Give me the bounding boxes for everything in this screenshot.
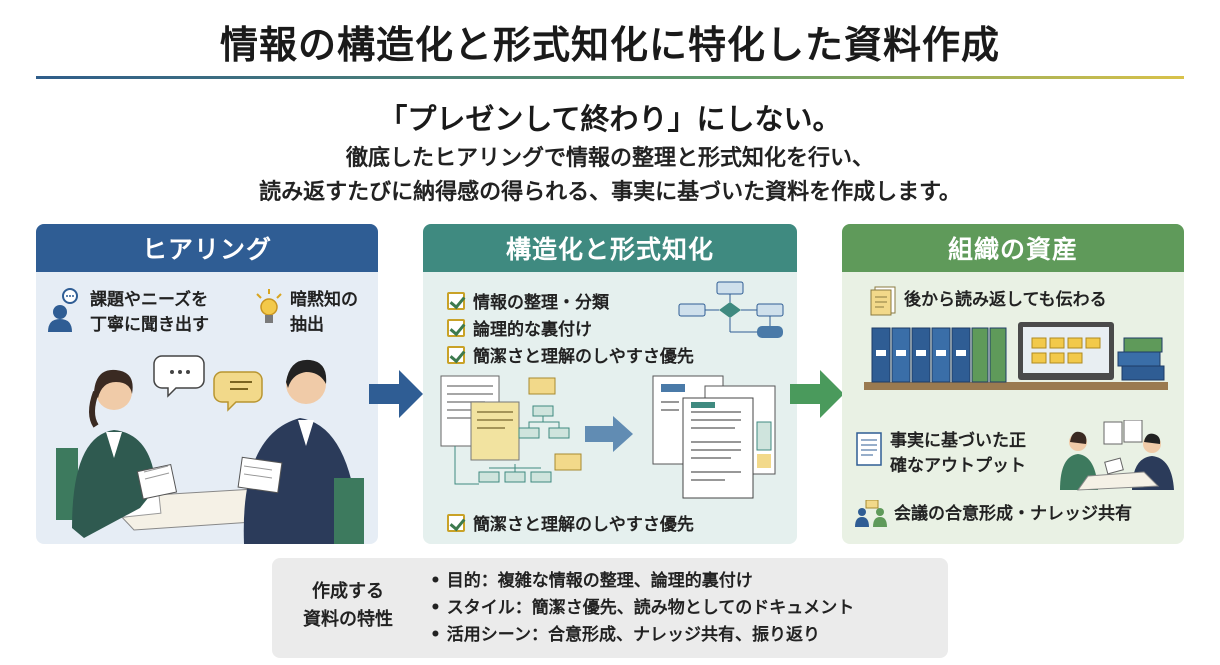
interview-illustration	[56, 355, 364, 544]
team-share-icon	[855, 500, 887, 527]
hearing-item-tacit-1: 暗黙知の	[290, 290, 358, 310]
panel-asset: 組織の資産 後から読み返しても伝わる	[842, 224, 1184, 544]
characteristics-label-line-2: 資料の特性	[303, 609, 393, 630]
lightbulb-icon	[256, 289, 282, 323]
check-label: 簡潔さと理解のしやすさ優先	[473, 347, 694, 367]
check-label: 論理的な裏付け	[473, 320, 592, 340]
panel-hearing-title: ヒアリング	[36, 224, 378, 272]
arrow-right-1	[369, 370, 423, 418]
document-transformation-illustration	[440, 375, 776, 499]
check-label: 簡潔さと理解のしやすさ優先	[473, 515, 694, 535]
hearing-item-needs-1: 課題やニーズを	[90, 290, 209, 310]
hearing-item-needs-2: 丁寧に聞き出す	[90, 315, 209, 335]
asset-item-consensus: 会議の合意形成・ナレッジ共有	[894, 504, 1132, 524]
arrow-right-2	[790, 370, 844, 418]
checkbox-icon	[447, 291, 465, 310]
document-icon	[870, 286, 896, 316]
panel-structuring-title: 構造化と形式知化	[423, 224, 797, 272]
characteristic-style: スタイル：簡潔さ優先、読み物としてのドキュメント	[430, 595, 855, 622]
asset-item-factual-1: 事実に基づいた正	[890, 431, 1026, 451]
person-speech-icon	[48, 288, 78, 332]
panel-asset-title: 組織の資産	[842, 224, 1184, 272]
check-item-organize: 情報の整理・分類	[447, 288, 609, 313]
characteristic-use: 活用シーン：合意形成、ナレッジ共有、振り返り	[430, 622, 854, 649]
hearing-item-tacit-2: 抽出	[290, 315, 324, 335]
check-label: 情報の整理・分類	[473, 293, 609, 313]
checkbox-icon	[447, 318, 465, 337]
archive-shelf-illustration	[864, 322, 1168, 390]
asset-item-factual-2: 確なアウトプット	[890, 456, 1026, 476]
report-icon	[856, 432, 882, 466]
sub-text-line-1: 徹底したヒアリングで情報の整理と形式知化を行い、	[345, 146, 874, 171]
check-item-footer: 簡潔さと理解のしやすさ優先	[447, 510, 694, 535]
check-item-simplicity: 簡潔さと理解のしやすさ優先	[447, 342, 694, 367]
characteristics-label-line-1: 作成する	[312, 581, 384, 602]
lead-text: 「プレゼンして終わり」にしない。	[378, 102, 842, 136]
characteristics-list: 目的：複雑な情報の整理、論理的裏付け スタイル：簡潔さ優先、読み物としてのドキュ…	[430, 568, 855, 649]
sub-text-line-2: 読み返すたびに納得感の得られる、事実に基づいた資料を作成します。	[259, 180, 961, 205]
title-divider	[36, 76, 1184, 79]
check-item-logic: 論理的な裏付け	[447, 315, 592, 340]
panel-hearing: ヒアリング 課題やニーズを 丁寧に聞き出す 暗黙知の 抽出	[36, 224, 378, 544]
document-characteristics-box: 作成する 資料の特性 目的：複雑な情報の整理、論理的裏付け スタイル：簡潔さ優先…	[272, 558, 948, 658]
flowchart-icon	[678, 281, 784, 338]
asset-item-readable: 後から読み返しても伝わる	[904, 290, 1107, 310]
checkbox-icon	[447, 513, 465, 532]
page-title: 情報の構造化と形式知化に特化した資料作成	[219, 23, 1000, 67]
characteristics-label: 作成する 資料の特性	[288, 578, 408, 634]
panel-structuring: 構造化と形式知化 情報の整理・分類 論理的な裏付け 簡潔さと理解のしやすさ優先	[423, 224, 797, 544]
characteristic-purpose: 目的：複雑な情報の整理、論理的裏付け	[430, 568, 854, 595]
meeting-illustration	[1060, 420, 1174, 491]
checkbox-icon	[447, 345, 465, 364]
